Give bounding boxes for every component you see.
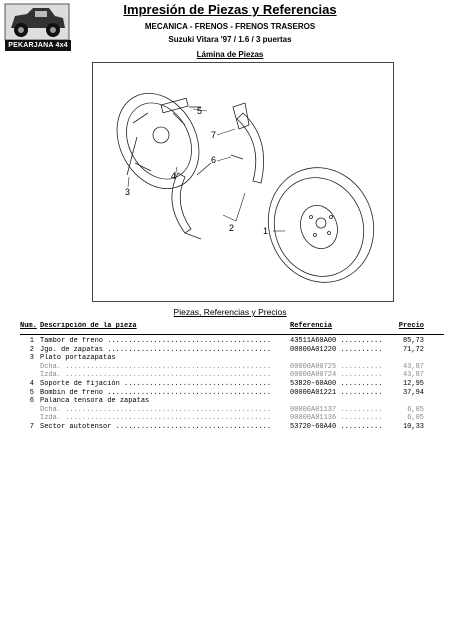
column-desc: Descripción de la pieza bbox=[40, 322, 137, 330]
part-price: 10,33 bbox=[402, 422, 424, 431]
part-description: Soporte de fijación ....................… bbox=[40, 379, 272, 388]
backing-plate-drawing bbox=[116, 92, 200, 190]
brake-shoes-drawing bbox=[171, 112, 264, 240]
table-row: 6 Palanca tensora de zapatas bbox=[20, 397, 444, 406]
callout-6: 6 bbox=[211, 155, 216, 165]
part-description: Dcha. ..................................… bbox=[40, 405, 272, 414]
part-reference: 43511A60A00 .......... bbox=[290, 337, 383, 345]
part-number bbox=[20, 371, 40, 380]
part-number bbox=[20, 406, 40, 415]
adjuster-lever-drawing bbox=[230, 102, 250, 160]
part-price: 43,87 bbox=[402, 371, 424, 380]
part-number: 3 bbox=[29, 354, 34, 363]
part-reference: 00000A01137 .......... bbox=[290, 405, 383, 414]
logo: PEKARJANA 4x4 bbox=[3, 2, 71, 51]
part-price: 71,72 bbox=[402, 345, 424, 354]
part-description: Izda. ..................................… bbox=[40, 371, 272, 380]
callout-1: 1 bbox=[263, 226, 268, 236]
part-number: 5 bbox=[29, 388, 34, 397]
part-price: 85,73 bbox=[402, 337, 424, 345]
part-description: Bombín de freno ........................… bbox=[40, 388, 272, 397]
page-title: Impresión de Piezas y Referencias bbox=[123, 2, 337, 17]
part-price: 6,05 bbox=[407, 414, 424, 423]
part-description: Jgo. de zapatas ........................… bbox=[40, 345, 272, 354]
callout-3: 3 bbox=[125, 187, 130, 197]
part-reference: 00000A01136 .......... bbox=[290, 414, 383, 423]
table-row: 5 Bombín de freno .......................… bbox=[20, 389, 444, 398]
exploded-parts-diagram: 5 7 6 4 3 2 1 bbox=[92, 62, 394, 302]
part-number: 4 bbox=[29, 379, 34, 388]
category-label: MECANICA - FRENOS - FRENOS TRASEROS bbox=[144, 22, 316, 31]
table-row: 4 Soporte de fijación ...................… bbox=[20, 380, 444, 389]
part-number bbox=[20, 363, 40, 372]
part-number: 2 bbox=[29, 345, 34, 354]
part-description: Izda. ..................................… bbox=[40, 414, 272, 423]
table-row: 1 Tambor de freno .......................… bbox=[20, 337, 444, 346]
callout-7: 7 bbox=[211, 130, 216, 140]
part-price bbox=[370, 397, 424, 406]
jeep-logo-icon bbox=[4, 3, 70, 41]
part-reference: 00000A01220 .......... bbox=[290, 345, 383, 354]
part-price: 6,05 bbox=[407, 405, 424, 414]
callout-2: 2 bbox=[229, 223, 234, 233]
column-ref: Referencia bbox=[290, 322, 333, 330]
wheel-cylinder-drawing bbox=[160, 97, 201, 114]
part-reference: 53720-60A40 .......... bbox=[290, 422, 383, 431]
part-number: 7 bbox=[29, 422, 34, 431]
table-row: Izda. ..................................… bbox=[20, 371, 444, 380]
part-number: 6 bbox=[29, 397, 34, 406]
table-row: 7 Sector autotensor .....................… bbox=[20, 423, 444, 432]
part-number: 1 bbox=[29, 337, 34, 345]
parts-rows: 1 Tambor de freno .......................… bbox=[20, 337, 444, 432]
vehicle-label: Suzuki Vitara '97 / 1.6 / 3 puertas bbox=[168, 35, 292, 44]
column-price: Precio bbox=[398, 322, 424, 330]
part-reference bbox=[290, 354, 370, 363]
part-description: Plato portazapatas bbox=[40, 354, 116, 363]
part-description: Sector autotensor ......................… bbox=[40, 422, 272, 431]
part-description: Dcha. ..................................… bbox=[40, 362, 272, 371]
part-description: Tambor de freno ........................… bbox=[40, 337, 272, 345]
part-reference bbox=[290, 397, 370, 406]
table-row: 2 Jgo. de zapatas .......................… bbox=[20, 346, 444, 355]
parts-table: Num. Descripción de la pieza Referencia … bbox=[20, 322, 444, 432]
part-price: 37,94 bbox=[402, 388, 424, 397]
part-reference: 00000A00725 .......... bbox=[290, 362, 383, 371]
logo-badge: PEKARJANA 4x4 bbox=[5, 40, 71, 51]
part-description: Palanca tensora de zapatas bbox=[40, 397, 150, 406]
sheet-label: Lámina de Piezas bbox=[196, 50, 264, 59]
part-number bbox=[20, 414, 40, 423]
brake-drum-drawing bbox=[267, 167, 375, 283]
part-price: 43,87 bbox=[402, 362, 424, 371]
part-reference: 00000A00724 .......... bbox=[290, 371, 383, 380]
part-reference: 53820-60A00 .......... bbox=[290, 379, 383, 388]
callout-4: 4 bbox=[171, 171, 176, 181]
part-reference: 00000A01221 .......... bbox=[290, 388, 383, 397]
parts-table-header: Num. Descripción de la pieza Referencia … bbox=[20, 322, 444, 335]
table-row: Dcha. ..................................… bbox=[20, 406, 444, 415]
table-row: Dcha. ..................................… bbox=[20, 363, 444, 372]
column-num: Num. bbox=[20, 322, 37, 330]
callout-5: 5 bbox=[197, 106, 202, 116]
part-price: 12,95 bbox=[402, 379, 424, 388]
table-row: 3 Plato portazapatas bbox=[20, 354, 444, 363]
parts-section-title: Piezas, Referencias y Precios bbox=[173, 307, 287, 317]
part-price bbox=[370, 354, 424, 363]
table-row: Izda. ..................................… bbox=[20, 414, 444, 423]
